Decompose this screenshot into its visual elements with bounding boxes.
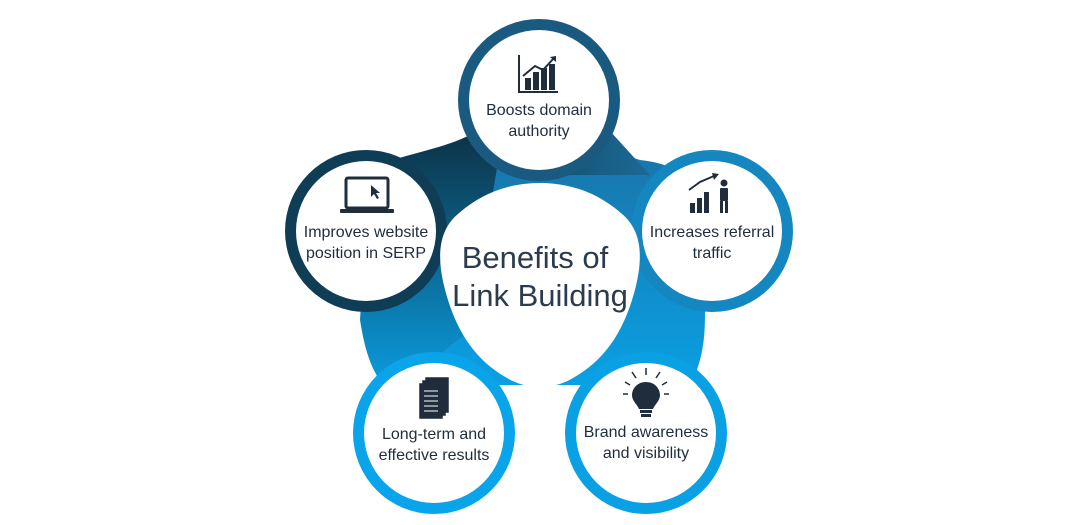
node-label-brand-line-1: Brand awareness [584, 424, 709, 441]
node-label-serp-line-1: Improves website [304, 224, 429, 241]
center-shape [440, 183, 640, 387]
node-label-results: Long-term and effective results [379, 426, 490, 464]
node-label-serp-line-2: position in SERP [306, 245, 426, 262]
laptop-cursor-icon [340, 176, 394, 213]
lightbulb-icon [623, 368, 669, 417]
node-label-results-line-1: Long-term and [382, 426, 486, 443]
node-label-serp: Improves website position in SERP [304, 224, 429, 262]
node-brand [576, 363, 716, 503]
node-label-traffic-line-1: Increases referral [650, 224, 775, 241]
node-results [364, 363, 504, 503]
node-label-results-line-2: effective results [379, 447, 490, 464]
rising-bar-chart-icon [518, 55, 558, 93]
node-serp [296, 161, 436, 301]
growth-chart-person-icon [688, 173, 728, 213]
node-label-domain: Boosts domain authority [486, 102, 592, 140]
node-label-traffic: Increases referral traffic [650, 224, 775, 262]
node-label-brand: Brand awareness and visibility [584, 424, 709, 462]
node-label-domain-line-2: authority [508, 123, 569, 140]
node-label-brand-line-2: and visibility [603, 445, 689, 462]
diagram-title-line-1: Benefits of [462, 240, 609, 275]
document-stack-icon [419, 377, 449, 419]
node-traffic [642, 161, 782, 301]
diagram-title-line-2: Link Building [452, 278, 628, 313]
node-domain [469, 30, 609, 170]
node-label-traffic-line-2: traffic [693, 245, 732, 262]
node-label-domain-line-1: Boosts domain [486, 102, 592, 119]
